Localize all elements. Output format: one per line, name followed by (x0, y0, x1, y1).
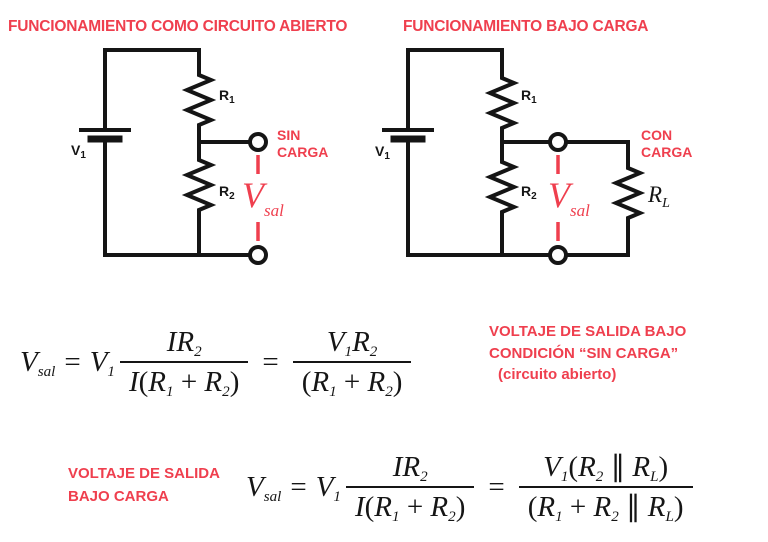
annotation-under-load: VOLTAJE DE SALIDA BAJO CARGA (68, 465, 220, 505)
resistor-rl-branch (610, 140, 646, 257)
title-open-circuit: FUNCIONAMIENTO COMO CIRCUITO ABIERTO (8, 18, 348, 35)
vsal-label-open: Vsal (242, 175, 284, 220)
vsal-label-loaded: Vsal (548, 175, 590, 220)
resistor-r2-label-loaded: R2 (521, 183, 537, 202)
terminal-top-open (248, 132, 268, 152)
resistor-rl-label: RL (648, 182, 670, 211)
loaded-circuit-diagram (382, 48, 646, 265)
resistor-r1-r2-branch-2 (484, 48, 520, 257)
open-circuit-diagram (79, 48, 268, 265)
resistor-r2-label-open: R2 (219, 183, 235, 202)
terminal-bottom-loaded (548, 245, 568, 265)
resistor-r1-r2-branch (181, 48, 217, 257)
terminal-top-loaded (548, 132, 568, 152)
annotation-open-circuit: VOLTAJE DE SALIDA BAJO CONDICIÓN “SIN CA… (489, 323, 687, 383)
no-load-note: SIN CARGA (277, 127, 329, 160)
source-v1-label-open: V1 (71, 142, 86, 161)
title-under-load: FUNCIONAMIENTO BAJO CARGA (403, 18, 649, 35)
source-v1-label-loaded: V1 (375, 143, 390, 162)
terminal-bottom-open (248, 245, 268, 265)
resistor-r1-label-open: R1 (219, 87, 235, 106)
with-load-note: CON CARGA (641, 127, 693, 160)
schematic-canvas (79, 48, 646, 265)
resistor-r1-label-loaded: R1 (521, 87, 537, 106)
